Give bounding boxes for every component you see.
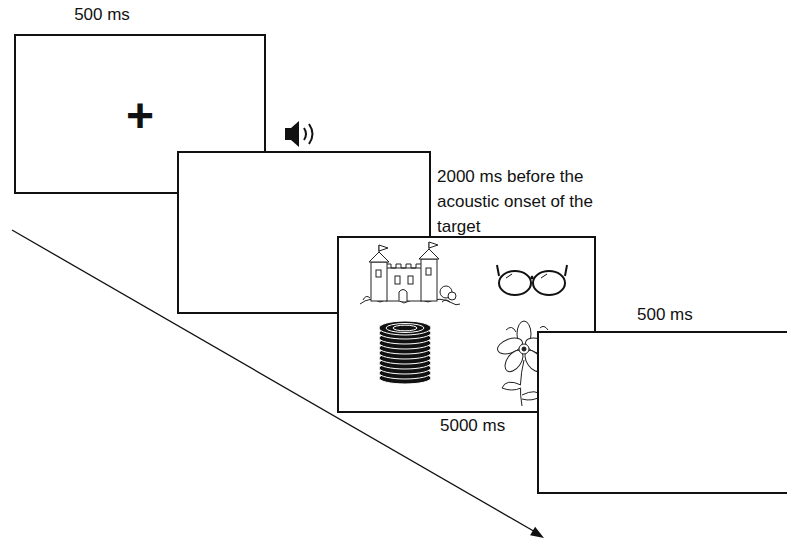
duration-label: 5000 ms <box>440 416 505 436</box>
screen-frame: 500 ms+ <box>15 35 265 193</box>
glasses-picture <box>497 265 567 295</box>
screen-frame: 5000 ms <box>338 237 595 412</box>
duration-label: 2000 ms before the acoustic onset of the… <box>437 164 627 239</box>
screen-frame <box>538 332 787 493</box>
castle-picture <box>360 242 460 305</box>
screen-frame: 500 ms <box>538 332 787 493</box>
duration-label: 500 ms <box>637 305 693 325</box>
plates-picture <box>379 321 431 384</box>
fixation-cross: + <box>126 92 154 140</box>
screen-frame <box>178 152 430 313</box>
screen-frame: 2000 ms before the acoustic onset of the… <box>178 152 430 313</box>
speaker-icon <box>285 121 313 147</box>
duration-label: 500 ms <box>74 5 130 25</box>
